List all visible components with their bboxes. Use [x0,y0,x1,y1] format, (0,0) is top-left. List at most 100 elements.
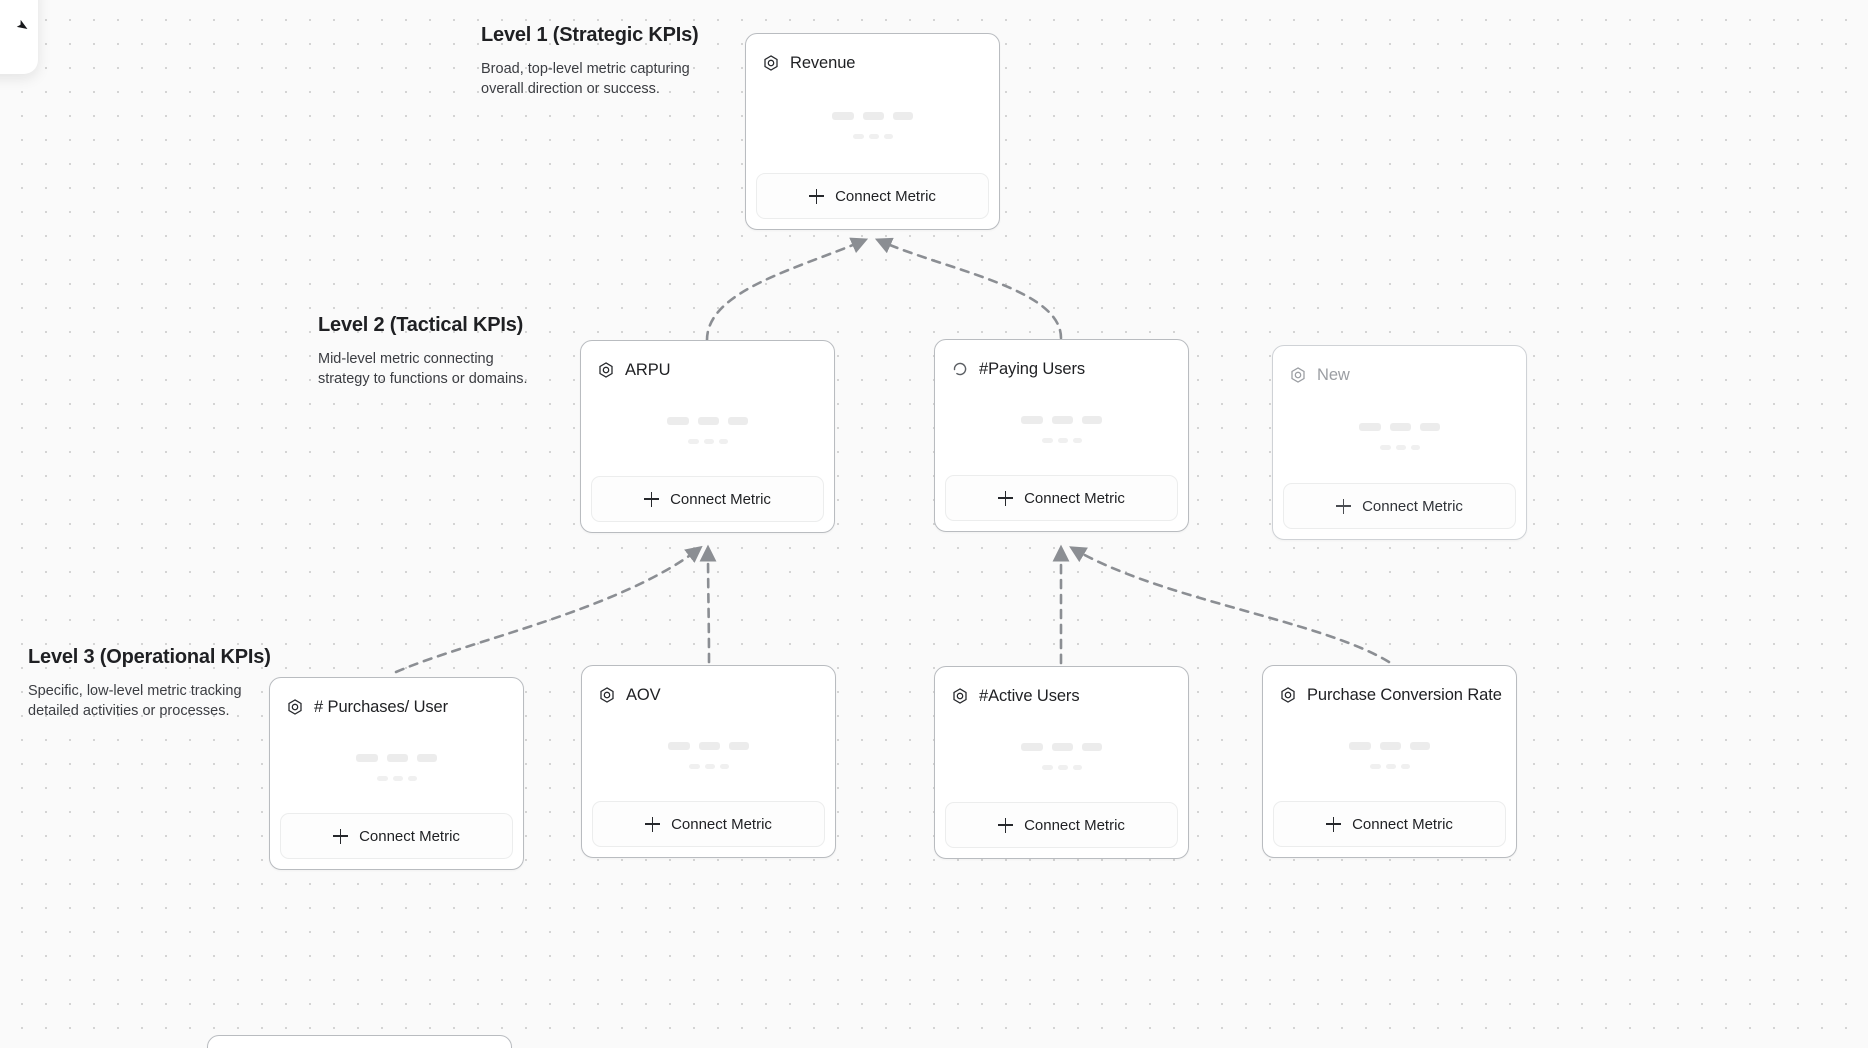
hexagon-icon [953,688,967,704]
connect-metric-label: Connect Metric [359,827,460,845]
skeleton-row-small [1041,438,1082,443]
skeleton-bar [1021,416,1043,424]
node-paying-users-title: #Paying Users [979,359,1085,378]
node-arpu-title: ARPU [625,360,671,379]
level-3-label-group: Level 3 (Operational KPIs) Specific, low… [28,646,271,721]
cursor-tool-panel[interactable] [0,0,38,74]
node-purchase-conversion-rate[interactable]: Purchase Conversion Rate Connect Metric [1262,665,1517,858]
skeleton-bar [863,112,884,120]
node-partial-bottom[interactable] [207,1035,512,1048]
connect-metric-button-active-users[interactable]: Connect Metric [945,802,1178,848]
connect-metric-label: Connect Metric [1024,816,1125,834]
node-active-users-skeleton [935,711,1188,802]
connect-metric-button-purchases-user[interactable]: Connect Metric [280,813,513,859]
skeleton-bar [1072,765,1082,770]
skeleton-bar [893,112,913,120]
skeleton-bar [688,764,700,769]
skeleton-row [1359,423,1440,431]
skeleton-bar [1380,742,1401,750]
skeleton-row [1349,742,1430,750]
connect-metric-button-revenue[interactable]: Connect Metric [756,173,989,219]
skeleton-bar [718,439,728,444]
skeleton-row [356,754,437,762]
connect-metric-label: Connect Metric [1024,489,1125,507]
skeleton-bar [704,764,715,769]
skeleton-row [1021,743,1102,751]
skeleton-bar [729,742,749,750]
skeleton-bar [687,439,699,444]
edge-arpu-revenue [705,237,869,342]
skeleton-bar [1041,765,1053,770]
skeleton-bar [1400,764,1410,769]
skeleton-row [668,742,749,750]
skeleton-bar [376,776,388,781]
connect-metric-label: Connect Metric [1362,497,1463,515]
spinner-icon [953,362,967,376]
hexagon-icon [1281,687,1295,703]
connect-metric-button-arpu[interactable]: Connect Metric [591,476,824,522]
connect-metric-label: Connect Metric [1352,815,1453,833]
cursor-arrow-icon[interactable] [13,17,29,33]
connect-metric-button-aov[interactable]: Connect Metric [592,801,825,847]
skeleton-bar [1052,416,1073,424]
node-revenue-header: Revenue [746,34,999,78]
hexagon-icon [600,687,614,703]
skeleton-row-small [376,776,417,781]
node-new-title: New [1317,365,1350,384]
skeleton-bar [703,439,714,444]
node-purchase-conversion-rate-title: Purchase Conversion Rate [1307,685,1502,704]
node-paying-users[interactable]: #Paying Users Connect Metric [934,339,1189,532]
skeleton-row-small [852,134,893,139]
connect-metric-button-purchase-conversion-rate[interactable]: Connect Metric [1273,801,1506,847]
plus-icon [644,491,660,507]
level-1-label-group: Level 1 (Strategic KPIs) Broad, top-leve… [481,24,699,99]
skeleton-bar [1369,764,1381,769]
node-active-users[interactable]: #Active Users Connect Metric [934,666,1189,859]
plus-icon [1326,816,1342,832]
skeleton-bar [1052,743,1073,751]
edge-paying-users-revenue [874,237,1063,340]
skeleton-bar [667,417,689,425]
skeleton-row-small [687,439,728,444]
skeleton-bar [1379,445,1391,450]
connect-metric-button-new[interactable]: Connect Metric [1283,483,1516,529]
skeleton-bar [1420,423,1440,431]
node-purchases-user[interactable]: # Purchases/ User Connect Metric [269,677,524,870]
skeleton-bar [1057,438,1068,443]
node-purchases-user-header: # Purchases/ User [270,678,523,722]
plus-icon [809,188,825,204]
connect-metric-button-paying-users[interactable]: Connect Metric [945,475,1178,521]
node-new[interactable]: New Connect Metric [1272,345,1527,540]
connect-metric-label: Connect Metric [835,187,936,205]
skeleton-bar [392,776,403,781]
node-aov-title: AOV [626,685,661,704]
plus-icon [998,490,1014,506]
skeleton-bar [407,776,417,781]
skeleton-bar [832,112,854,120]
node-paying-users-header: #Paying Users [935,340,1188,384]
connect-metric-label: Connect Metric [670,490,771,508]
skeleton-bar [728,417,748,425]
skeleton-bar [1082,743,1102,751]
level-1-description: Broad, top-level metric capturing overal… [481,61,690,97]
level-3-title: Level 3 (Operational KPIs) [28,646,271,668]
skeleton-bar [868,134,879,139]
node-purchase-conversion-rate-header: Purchase Conversion Rate [1263,666,1516,710]
skeleton-bar [1021,743,1043,751]
plus-icon [645,816,661,832]
skeleton-bar [1041,438,1053,443]
node-revenue[interactable]: Revenue Connect Metric [745,33,1000,230]
node-active-users-header: #Active Users [935,667,1188,711]
node-aov[interactable]: AOV Connect Metric [581,665,836,858]
node-arpu[interactable]: ARPU Connect Metric [580,340,835,533]
skeleton-row [1021,416,1102,424]
skeleton-bar [698,417,719,425]
node-partial-bottom-header [208,1036,511,1048]
node-new-header: New [1273,346,1526,390]
connect-metric-label: Connect Metric [671,815,772,833]
skeleton-bar [387,754,408,762]
edge-purchases-arpu [394,545,703,674]
edge-aov-arpu [699,544,717,664]
skeleton-bar [1359,423,1381,431]
